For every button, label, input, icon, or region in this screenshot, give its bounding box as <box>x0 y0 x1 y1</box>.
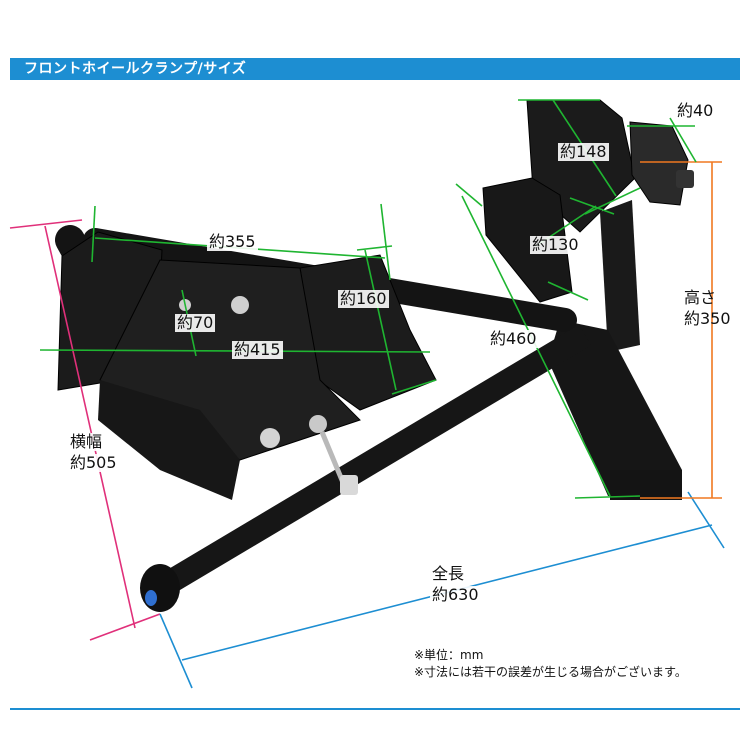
dim-148-tick <box>584 187 641 215</box>
handle-pin <box>319 431 347 486</box>
dim-355-tick <box>91 205 96 263</box>
width-value: 約505 <box>68 453 119 472</box>
right-foot <box>610 470 682 500</box>
plate-hole <box>231 296 249 314</box>
dim-label-460: 約460 <box>488 329 539 348</box>
dim-130-tick <box>547 281 589 301</box>
height-value: 約350 <box>684 309 731 328</box>
dim-label-160: 約160 <box>338 289 389 308</box>
plate-hole <box>260 428 280 448</box>
base-right-arm <box>548 320 682 500</box>
dim-label-130: 約130 <box>530 235 581 254</box>
dim-label-355: 約355 <box>207 232 258 251</box>
dim-40-tick <box>669 117 697 163</box>
front-end-cap-blue <box>145 590 157 606</box>
width-label: 横幅 <box>68 432 105 451</box>
wheel-clamp-stand <box>55 99 694 612</box>
footer-divider <box>10 708 740 710</box>
header-title: フロントホイールクランプ/サイズ <box>24 61 247 77</box>
tower-knob <box>676 170 694 188</box>
width-dim-tick <box>9 219 83 229</box>
front-end-cap <box>140 564 180 612</box>
header-bar: フロントホイールクランプ/サイズ <box>10 58 740 80</box>
lower-bracket <box>98 380 240 500</box>
tolerance-note: ※寸法には若干の誤差が生じる場合がございます。 <box>414 665 687 679</box>
plate-hole <box>309 415 327 433</box>
dim-160-tick <box>391 379 437 395</box>
unit-note: ※単位：mm <box>414 648 484 662</box>
width-dim-line <box>44 225 136 629</box>
dim-130-tick <box>569 197 615 215</box>
length-value: 約630 <box>430 585 481 604</box>
handle-grip <box>340 475 358 495</box>
height-label: 高さ <box>684 288 717 307</box>
lower-tube <box>153 324 592 599</box>
tower-post <box>600 200 640 352</box>
width-dim-tick <box>89 613 161 641</box>
dim-160-line <box>364 249 397 391</box>
dim-160-tick <box>356 245 393 251</box>
dim-label-70: 約70 <box>175 313 216 332</box>
length-dim-tick <box>687 491 725 549</box>
dim-460-tick <box>574 495 641 499</box>
dim-label-148: 約148 <box>558 142 609 161</box>
length-dim-tick <box>159 613 193 689</box>
dim-label-40: 約40 <box>677 101 714 120</box>
dim-460-tick <box>455 183 483 207</box>
dim-label-415: 約415 <box>232 340 283 359</box>
length-label: 全長 <box>430 564 467 583</box>
dim-355-tick <box>380 203 391 281</box>
